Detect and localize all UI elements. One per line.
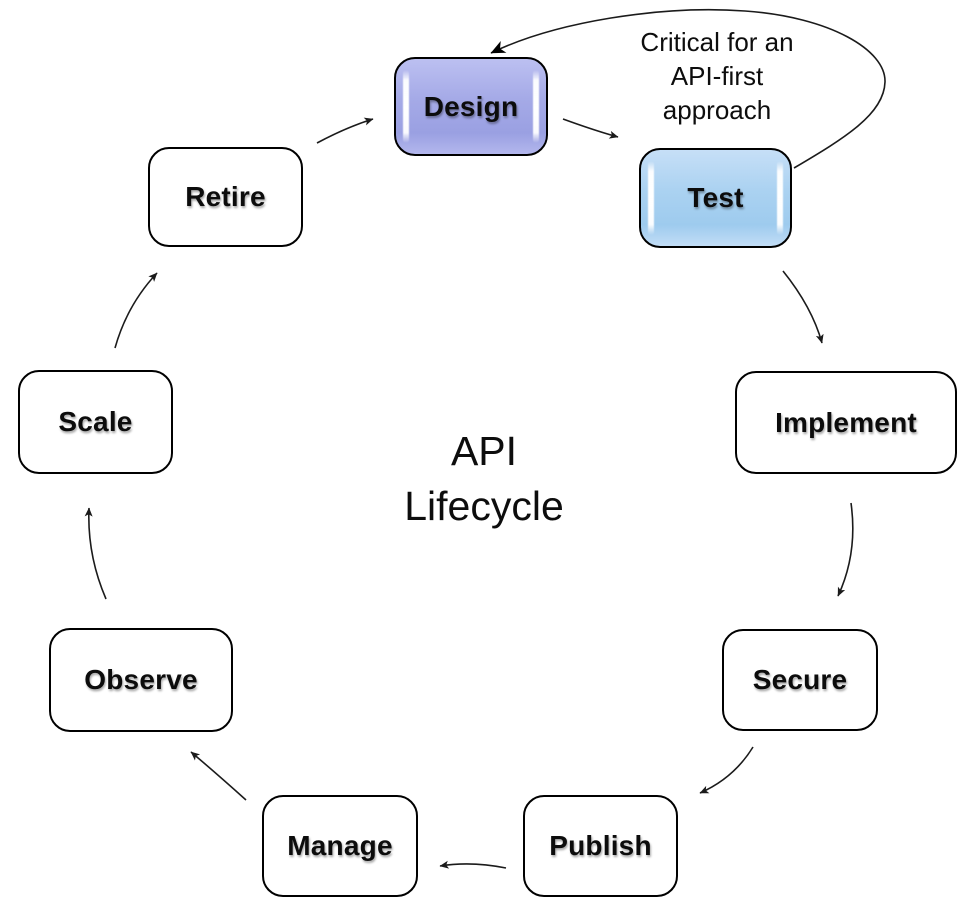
gloss-highlight [777,161,783,235]
arrow-scale-to-retire [114,272,158,349]
gloss-highlight [403,70,409,143]
arrow-secure-to-publish [699,746,754,794]
annotation-line-3: approach [662,95,772,125]
stage-box-observe: Observe [49,628,233,732]
stage-box-scale: Scale [18,370,173,474]
stage-box-manage: Manage [262,795,418,897]
arrow-retire-to-design [316,117,374,144]
annotation-line-1: Critical for an [640,27,794,57]
stage-box-publish: Publish [523,795,678,897]
stage-box-test: Test [639,148,792,248]
stage-label-scale: Scale [58,406,133,437]
stage-label-observe: Observe [84,664,198,695]
annotation-line-2: API-first [670,61,764,91]
stage-box-retire: Retire [148,147,303,247]
stage-label-implement: Implement [775,406,917,438]
gloss-highlight [533,70,539,143]
stage-label-design: Design [423,90,519,122]
diagram-title-line-1: API [450,428,518,474]
stage-box-implement: Implement [735,371,957,474]
arrow-test-to-implement [782,270,824,344]
stage-label-secure: Secure [752,664,848,695]
stage-box-secure: Secure [722,629,878,731]
stage-label-retire: Retire [185,181,266,212]
arrow-manage-to-observe [190,751,247,801]
stage-label-manage: Manage [287,830,393,861]
stage-box-design: Design [394,57,548,156]
stage-label-test: Test [687,182,744,213]
diagram-title-line-2: Lifecycle [404,483,564,529]
arrow-implement-to-secure [837,502,854,597]
gloss-highlight [648,161,654,235]
arrow-observe-to-scale [84,507,107,600]
diagram-title: API Lifecycle [334,424,634,534]
stage-label-publish: Publish [549,830,652,861]
annotation-api-first: Critical for an API-first approach [596,25,838,127]
arrow-publish-to-manage [439,860,507,869]
